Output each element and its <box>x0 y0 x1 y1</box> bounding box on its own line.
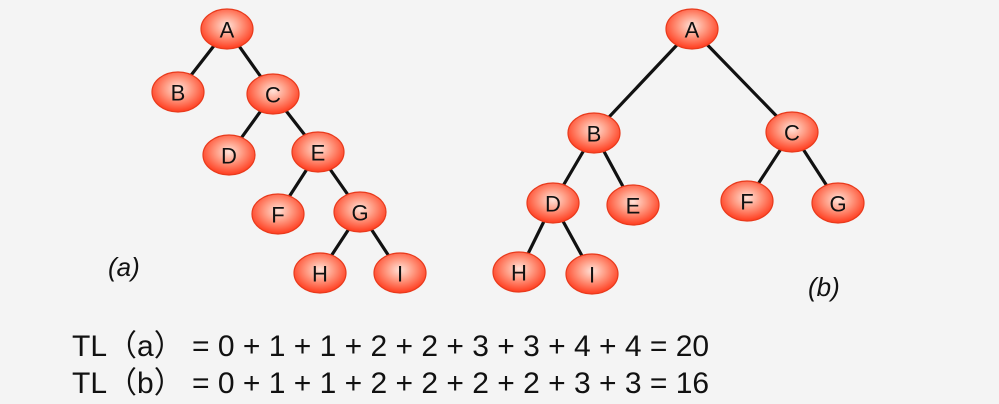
tree-a-node-b: B <box>151 71 205 113</box>
tree-a-node-c-shape <box>246 73 300 115</box>
tree-b-node-g-shape <box>811 182 865 224</box>
tree-a-node-d: D <box>202 134 256 176</box>
tree-b-node-e-label: E <box>626 194 641 219</box>
tree-a-node-f-label: F <box>271 203 284 228</box>
tree-a-node-i-label: I <box>397 262 403 287</box>
tree-a-node-d-label: D <box>221 144 237 169</box>
tree-a-node-g: G <box>333 191 387 233</box>
formula-a-rhs: = 0 + 1 + 1 + 2 + 2 + 3 + 3 + 4 + 4 = 20 <box>192 330 709 363</box>
tree-b-node-a: A <box>665 8 719 50</box>
tree-b-edge-a-c <box>690 27 794 134</box>
formula-a-prefix: TL（a） <box>72 330 184 363</box>
formula-b-rhs: = 0 + 1 + 1 + 2 + 2 + 2 + 2 + 3 + 3 = 16 <box>192 367 709 400</box>
tree-a-node-i-shape <box>373 252 427 294</box>
tree-a-node-h: H <box>293 252 347 294</box>
tree-a-node-c-label: C <box>265 83 281 108</box>
tree-a-node-e-label: E <box>311 141 326 166</box>
tree-a-node-f-shape <box>251 193 305 235</box>
tree-b-node-c-label: C <box>784 121 800 146</box>
tree-b-node-i: I <box>565 253 619 295</box>
tree-a-node-f: F <box>251 193 305 235</box>
tree-a-node-b-label: B <box>171 81 186 106</box>
tree-b-node-d-label: D <box>545 192 561 217</box>
tree-a: A B C D E F G H I (a) <box>108 8 427 294</box>
tree-b-caption: (b) <box>808 272 840 302</box>
tree-b-node-e-shape <box>606 184 660 226</box>
tree-a-node-g-shape <box>333 191 387 233</box>
tree-a-node-c: C <box>246 73 300 115</box>
tree-b-node-i-shape <box>565 253 619 295</box>
tree-b-node-a-shape <box>665 8 719 50</box>
tree-b-node-g-label: G <box>829 192 846 217</box>
tree-b-node-c-shape <box>765 111 819 153</box>
tree-b-node-b-shape <box>567 112 621 154</box>
tree-a-node-g-label: G <box>351 201 368 226</box>
tree-b-node-h: H <box>492 251 546 293</box>
tree-a-node-h-label: H <box>312 262 328 287</box>
tree-b-nodes: A B C D E F G H I <box>492 8 865 295</box>
tree-b-node-f: F <box>720 180 774 222</box>
tree-b-node-d: D <box>526 182 580 224</box>
tree-b-node-h-shape <box>492 251 546 293</box>
formula-b-prefix: TL（b） <box>72 367 184 400</box>
tree-b-node-f-label: F <box>740 190 753 215</box>
tree-b-node-d-shape <box>526 182 580 224</box>
tree-b-node-b: B <box>567 112 621 154</box>
tree-b-node-a-label: A <box>685 18 700 43</box>
tree-a-node-b-shape <box>151 71 205 113</box>
path-length-formulas: TL（a） = 0 + 1 + 1 + 2 + 2 + 3 + 3 + 4 + … <box>72 330 709 400</box>
tree-b-edge-a-b <box>592 27 694 135</box>
tree-b-node-i-label: I <box>589 263 595 288</box>
tree-b-node-f-shape <box>720 180 774 222</box>
tree-b-node-e: E <box>606 184 660 226</box>
tree-a-node-e-shape <box>291 131 345 173</box>
tree-a-nodes: A B C D E F G H I <box>151 8 427 294</box>
tree-a-node-i: I <box>373 252 427 294</box>
tree-b-node-h-label: H <box>511 261 527 286</box>
tree-a-node-a-shape <box>200 8 254 50</box>
tree-a-node-h-shape <box>293 252 347 294</box>
tree-a-caption: (a) <box>108 252 140 282</box>
tree-a-node-d-shape <box>202 134 256 176</box>
tree-b-node-g: G <box>811 182 865 224</box>
tree-b-node-b-label: B <box>587 122 602 147</box>
tree-b: A B C D E F G H I (b) <box>492 8 865 302</box>
tree-a-node-a: A <box>200 8 254 50</box>
tree-a-node-e: E <box>291 131 345 173</box>
tree-b-node-c: C <box>765 111 819 153</box>
tree-a-node-a-label: A <box>220 18 235 43</box>
